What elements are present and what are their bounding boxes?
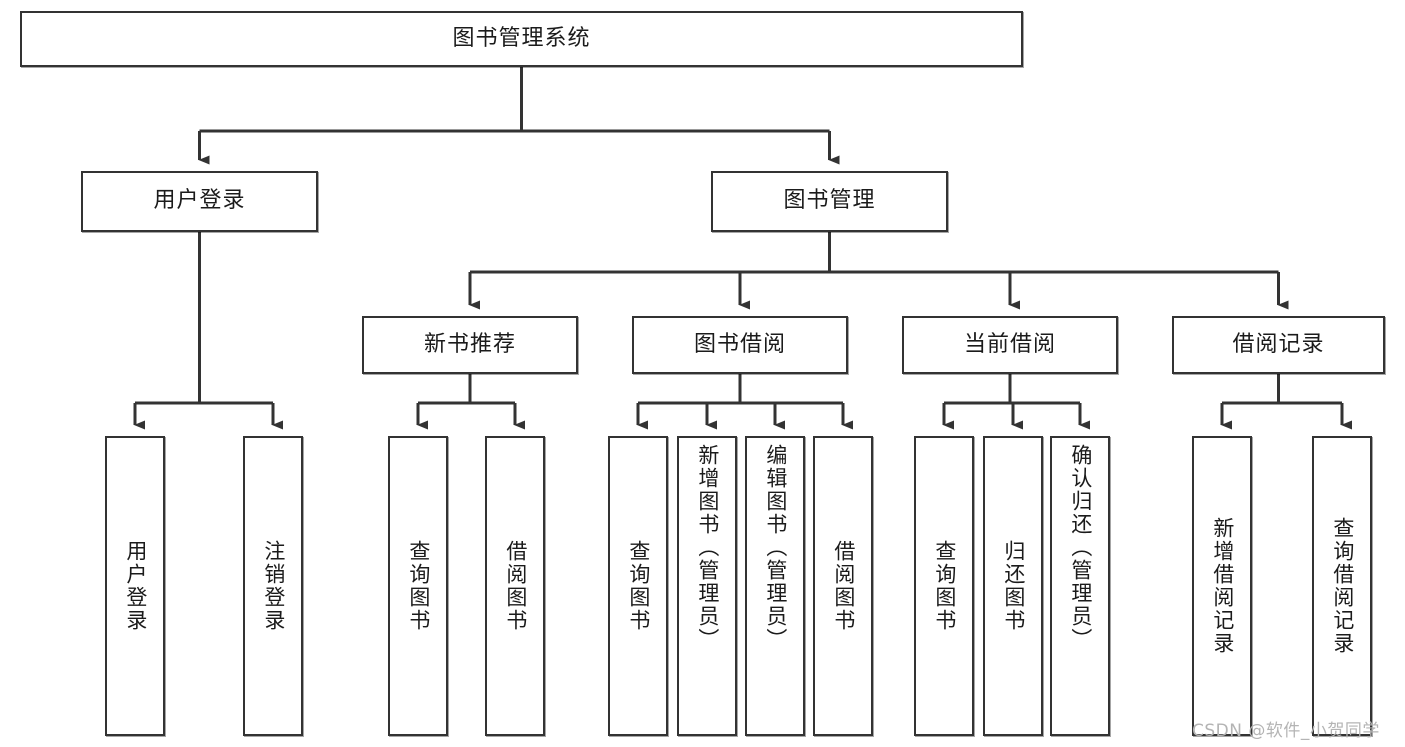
node-leaf-add-book[interactable]: 新增图书（管理员） [677,436,737,736]
node-leaf-add-record[interactable]: 新增借阅记录 [1192,436,1252,736]
node-leaf-query-record[interactable]: 查询借阅记录 [1312,436,1372,736]
node-label-leaf-query-record: 查询借阅记录 [1330,517,1355,655]
node-label-leaf-borrow-book-2: 借阅图书 [831,540,856,632]
node-label-book-borrow: 图书借阅 [693,331,786,357]
node-borrow-record[interactable]: 借阅记录 [1172,316,1385,374]
node-label-leaf-edit-book: 编辑图书（管理员） [763,444,788,651]
node-root[interactable]: 图书管理系统 [20,11,1023,67]
node-leaf-logout[interactable]: 注销登录 [243,436,303,736]
node-label-new-book-recommend: 新书推荐 [423,331,516,357]
node-label-leaf-borrow-book-1: 借阅图书 [503,540,528,632]
node-label-borrow-record: 借阅记录 [1232,331,1325,357]
node-label-leaf-add-book: 新增图书（管理员） [695,444,720,651]
node-label-leaf-query-book-1: 查询图书 [406,540,431,632]
node-book-borrow[interactable]: 图书借阅 [632,316,848,374]
node-leaf-query-book-2[interactable]: 查询图书 [608,436,668,736]
node-leaf-edit-book[interactable]: 编辑图书（管理员） [745,436,805,736]
node-label-leaf-return-book: 归还图书 [1001,540,1026,632]
node-leaf-query-book-1[interactable]: 查询图书 [388,436,448,736]
node-leaf-borrow-book-2[interactable]: 借阅图书 [813,436,873,736]
node-label-leaf-user-login: 用户登录 [123,540,148,632]
node-book-manage[interactable]: 图书管理 [711,171,948,232]
node-user-login[interactable]: 用户登录 [81,171,318,232]
node-label-book-manage: 图书管理 [783,188,876,214]
node-label-user-login: 用户登录 [153,188,246,214]
node-leaf-confirm-return[interactable]: 确认归还（管理员） [1050,436,1110,736]
node-label-leaf-query-book-3: 查询图书 [932,540,957,632]
node-label-leaf-add-record: 新增借阅记录 [1210,517,1235,655]
node-label-current-borrow: 当前借阅 [963,331,1056,357]
watermark-text: CSDN @软件_小贺同学 [1192,721,1380,741]
node-leaf-return-book[interactable]: 归还图书 [983,436,1043,736]
node-leaf-borrow-book-1[interactable]: 借阅图书 [485,436,545,736]
node-label-leaf-logout: 注销登录 [261,540,286,632]
node-label-leaf-confirm-return: 确认归还（管理员） [1068,444,1093,651]
node-label-root: 图书管理系统 [452,25,591,51]
node-label-leaf-query-book-2: 查询图书 [626,540,651,632]
node-leaf-query-book-3[interactable]: 查询图书 [914,436,974,736]
node-leaf-user-login[interactable]: 用户登录 [105,436,165,736]
node-current-borrow[interactable]: 当前借阅 [902,316,1118,374]
node-new-book-recommend[interactable]: 新书推荐 [362,316,578,374]
